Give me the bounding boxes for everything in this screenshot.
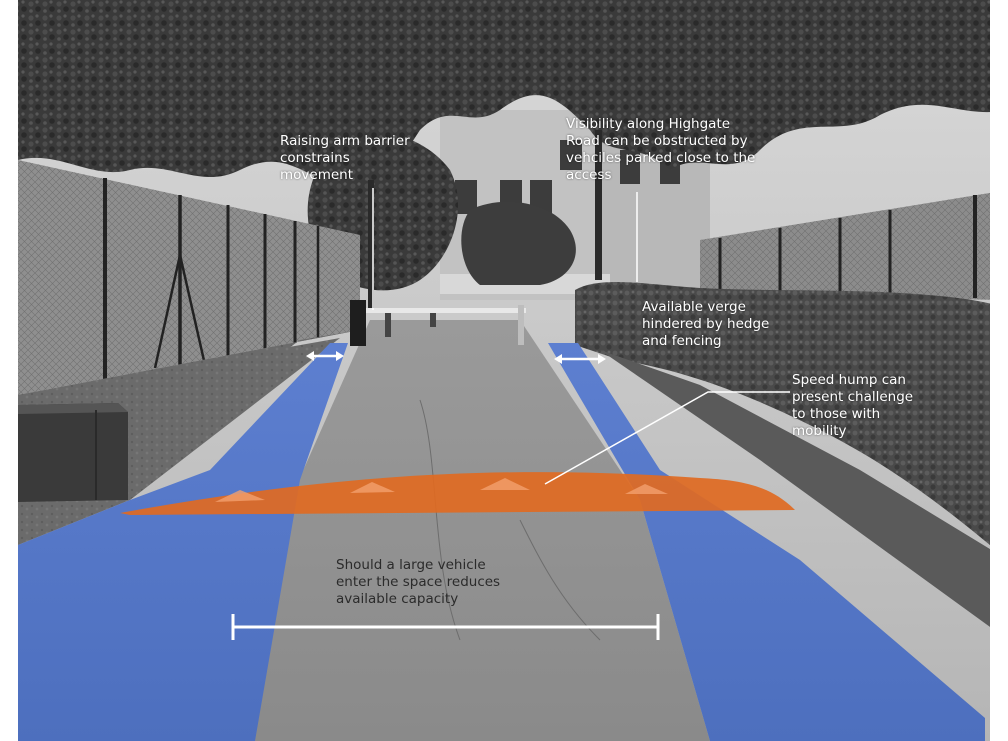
speed-hump-leader-line [544,391,790,485]
annotation-large-vehicle-capacity: Should a large vehicle enter the space r… [336,557,501,607]
right-fence [700,190,1008,300]
right-blue-walkway [548,343,985,741]
left-blue-walkway [18,343,348,741]
raising-arm-barrier [350,300,526,346]
road-width-dimension-line [231,614,660,640]
left-fence [18,160,360,395]
speed-hump [120,472,795,515]
annotation-visibility-highgate-road: Visibility along Highgate Road can be ob… [566,116,756,183]
annotation-speed-hump: Speed hump can present challenge to thos… [792,372,914,439]
hedge [575,281,1008,560]
planter-box [18,403,128,502]
annotation-raising-arm-barrier: Raising arm barrier constrains movement [280,133,410,183]
left-walkway-width-arrow [306,351,344,361]
road-surface [185,320,710,741]
right-walkway-width-arrow [554,354,606,364]
annotation-available-verge: Available verge hindered by hedge and fe… [642,299,770,349]
